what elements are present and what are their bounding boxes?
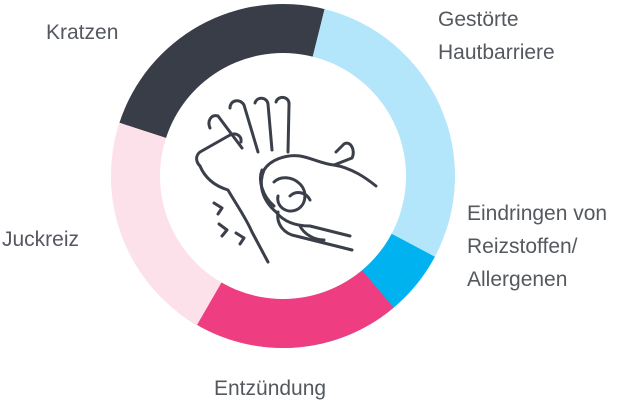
label-line: Eindringen von [467, 202, 608, 225]
label-line: Juckreiz [2, 228, 80, 251]
label-gestoerte-hautbarriere: Gestörte Hautbarriere [438, 3, 555, 69]
label-line: Reizstoffen/ [467, 235, 578, 258]
label-line: Hautbarriere [438, 41, 555, 64]
label-kratzen: Kratzen [46, 16, 118, 49]
label-entzuendung: Entzündung [214, 372, 326, 405]
scratching-hand-icon [195, 96, 378, 264]
label-line: Allergenen [467, 268, 568, 291]
label-line: Kratzen [46, 21, 119, 44]
label-juckreiz: Juckreiz [2, 223, 79, 256]
center-disc [160, 53, 406, 299]
label-line: Entzündung [214, 377, 327, 400]
label-eindringen: Eindringen von Reizstoffen/ Allergenen [467, 197, 607, 296]
label-line: Gestörte [438, 8, 519, 31]
